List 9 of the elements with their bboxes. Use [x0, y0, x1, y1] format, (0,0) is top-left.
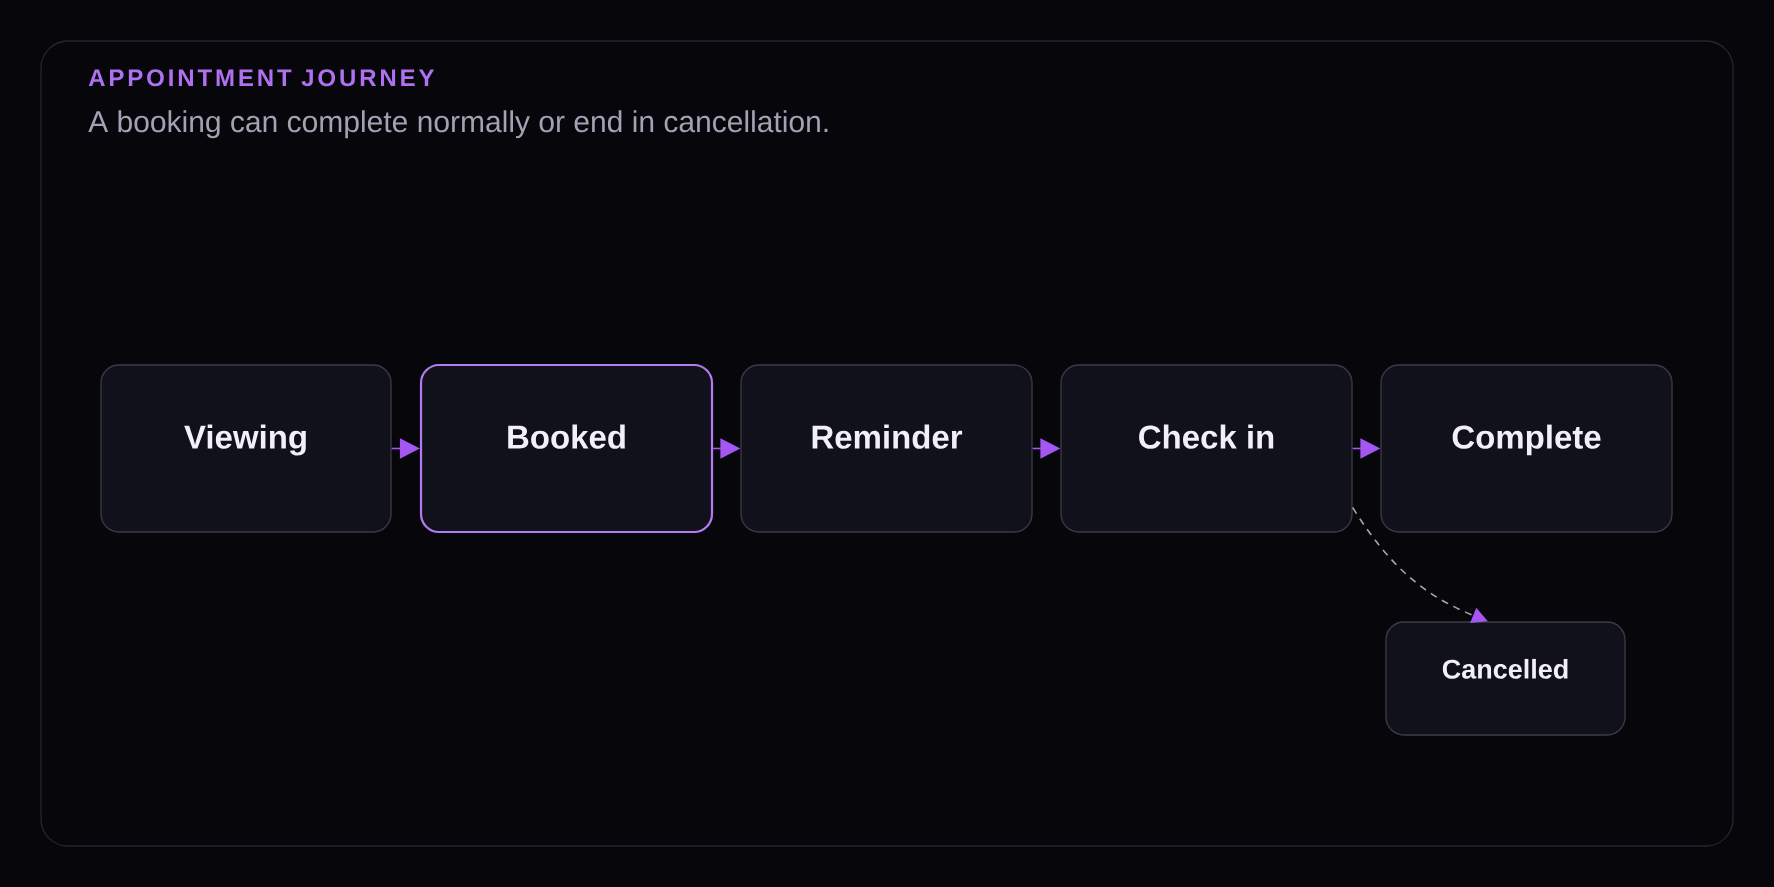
title: APPOINTMENT JOURNEY: [88, 69, 435, 87]
arrow: [1351, 506, 1488, 623]
state-box: Reminder: [740, 364, 1033, 533]
state-box: Booked: [419, 363, 714, 534]
state-box: Cancelled: [1385, 621, 1626, 736]
state-box: Complete: [1380, 364, 1673, 533]
state-box: Check in: [1060, 364, 1353, 533]
state-box: Viewing: [100, 364, 392, 533]
subtitle: A booking can complete normally or end in cancellation.: [88, 110, 828, 139]
